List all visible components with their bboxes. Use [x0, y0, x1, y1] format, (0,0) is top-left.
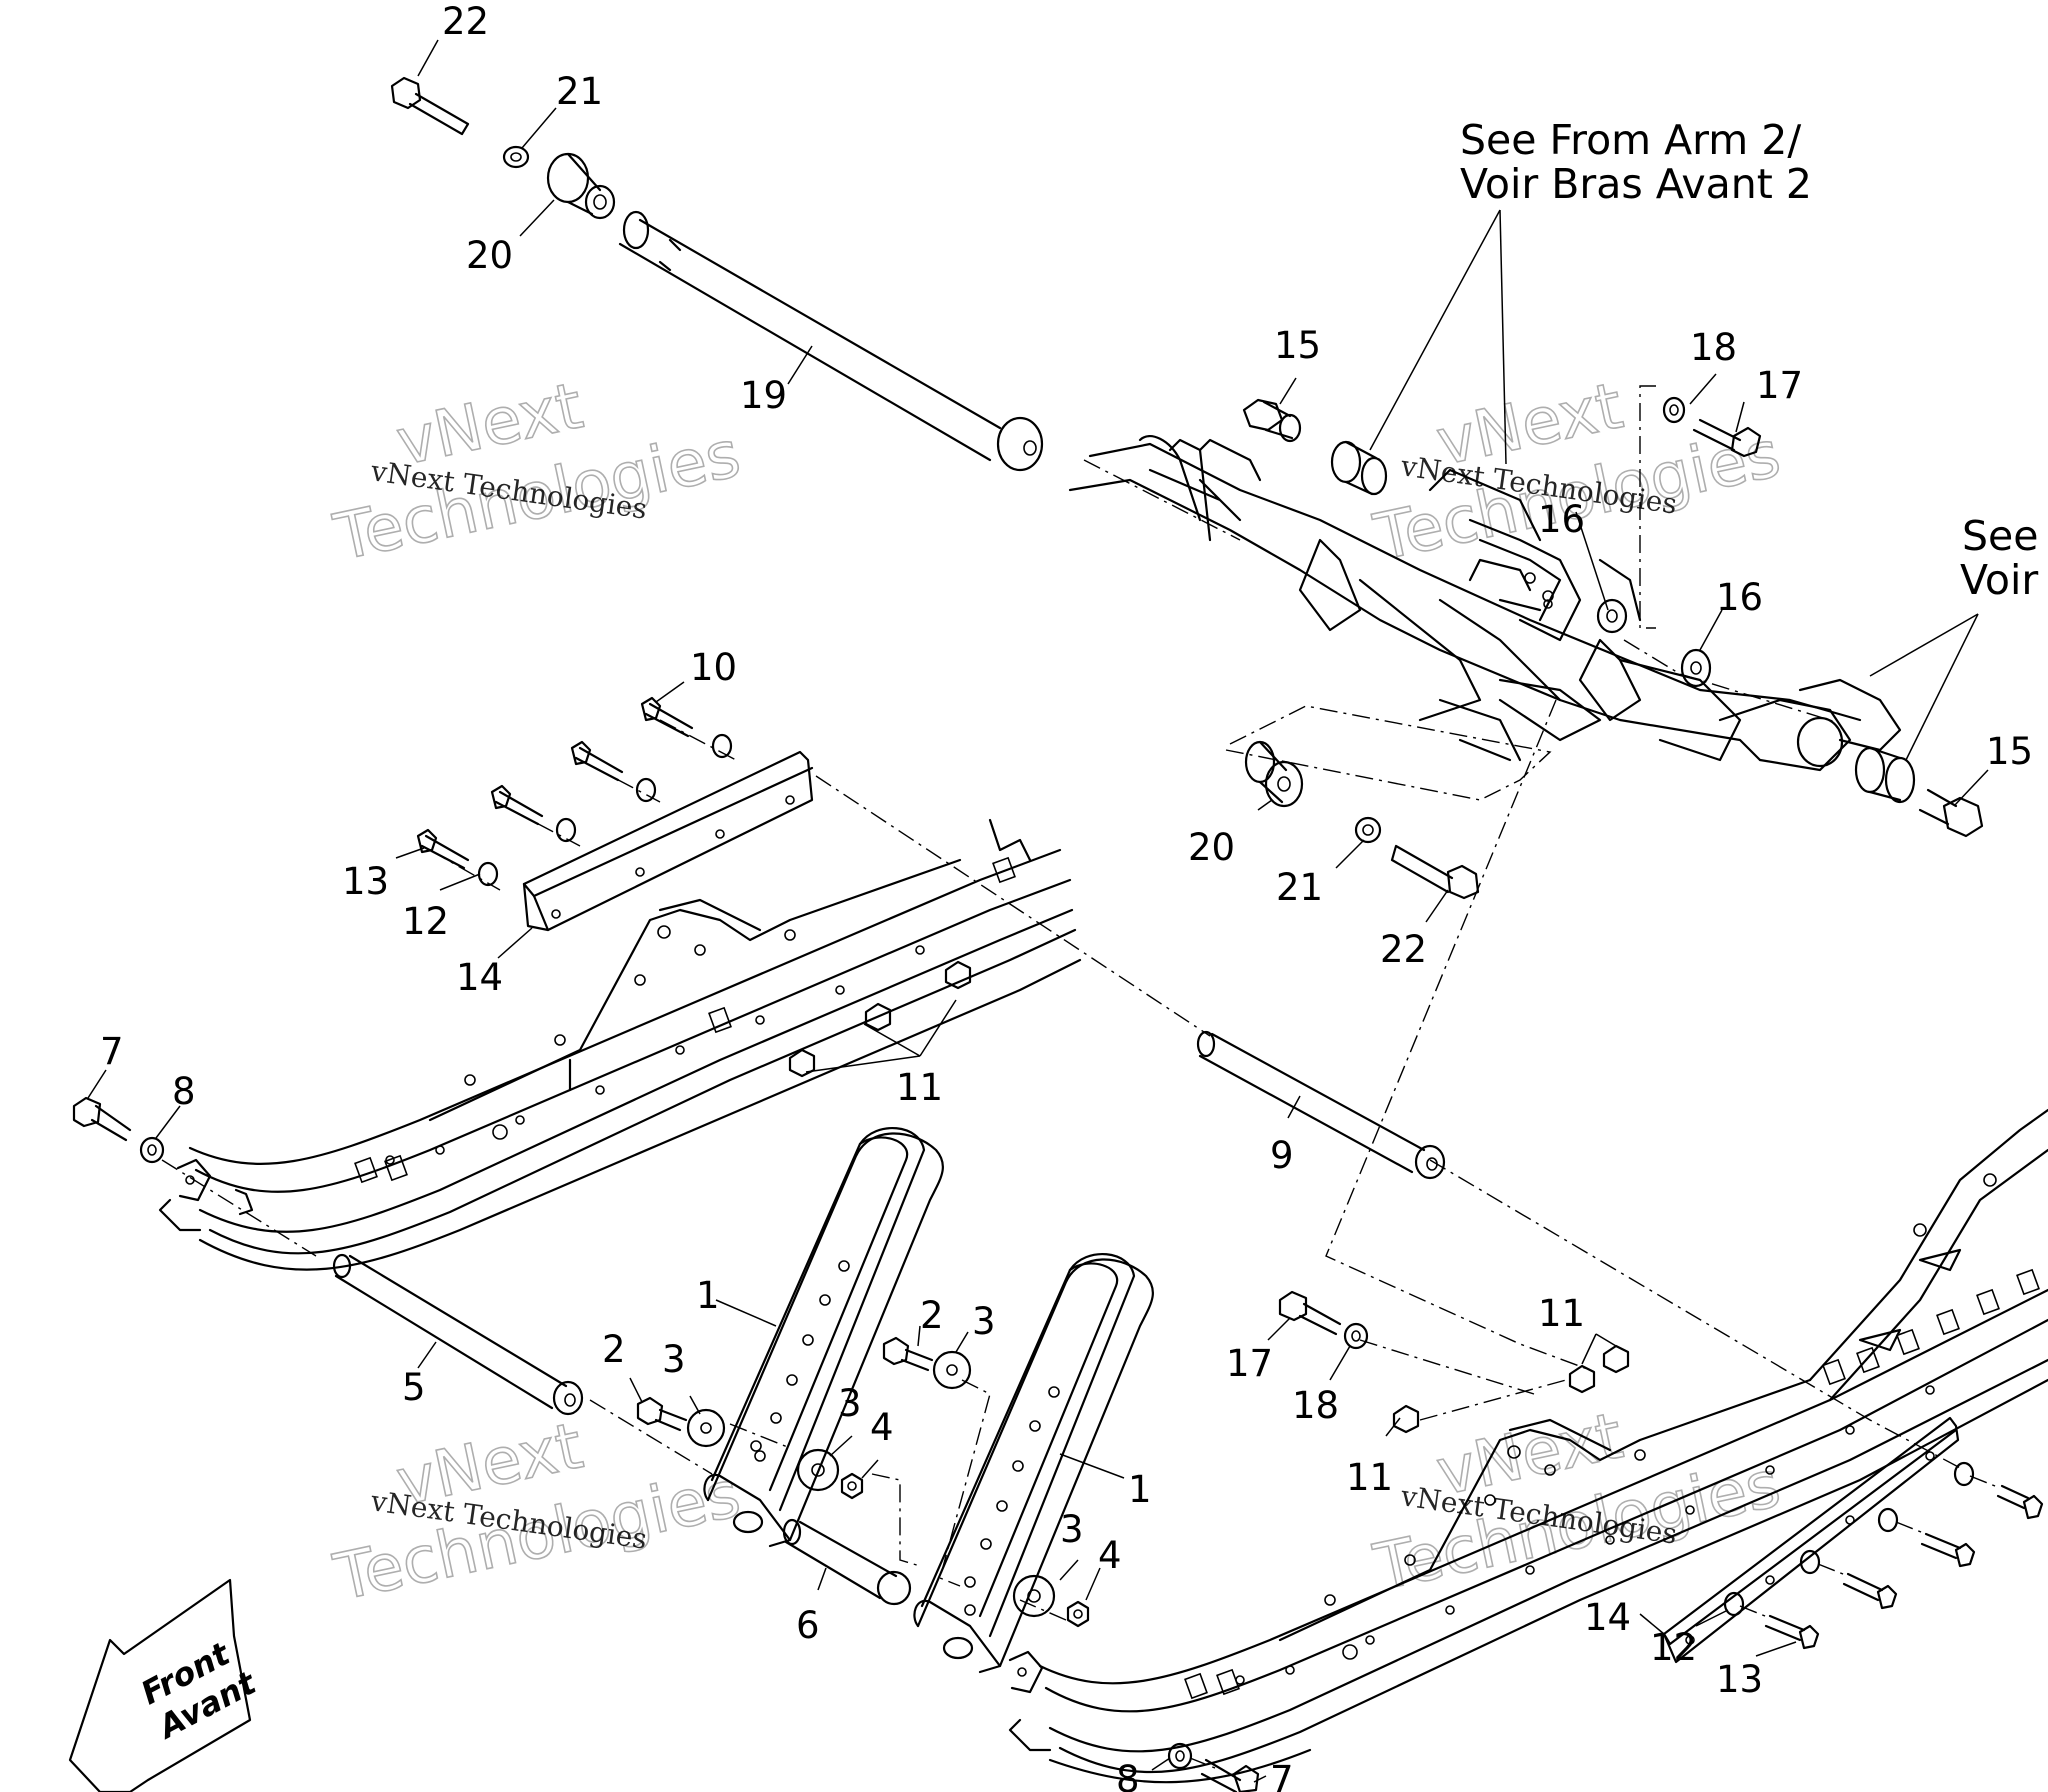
- bolt-22-center: [1390, 844, 1480, 900]
- washer-3-mid: [796, 1448, 840, 1492]
- callout-21-center: 21: [1276, 866, 1323, 909]
- callout-2-upper: 2: [920, 1294, 944, 1337]
- callout-13-right: 13: [1716, 1658, 1763, 1701]
- callout-21-top: 21: [556, 70, 603, 113]
- callout-11-right-bottom: 11: [1346, 1456, 1393, 1499]
- left-link-arm-1: [703, 1127, 944, 1548]
- arm-pin-hole-right: [964, 1604, 976, 1616]
- callout-13-left: 13: [342, 860, 389, 903]
- arm-pin-hole-left: [750, 1440, 762, 1452]
- callout-15-top: 15: [1274, 324, 1321, 367]
- callout-18-lower: 18: [1292, 1384, 1339, 1427]
- washer-21-center: [1354, 816, 1382, 844]
- callout-3-mid: 3: [838, 1382, 862, 1425]
- callout-3-left: 3: [662, 1338, 686, 1381]
- bolt-17-top: [1692, 418, 1762, 458]
- callout-12-left: 12: [402, 900, 449, 943]
- right-slide-rail: [1008, 1108, 2048, 1784]
- callout-1-left: 1: [696, 1274, 720, 1317]
- pivot-bushing-right-15: [1918, 788, 1984, 838]
- pivot-bushing-top-15: [1242, 398, 1302, 443]
- see-front-arm-note-line1: See From Arm 2/: [1460, 116, 1801, 164]
- nut-4-lower: [1066, 1600, 1090, 1628]
- callout-17-top: 17: [1756, 364, 1803, 407]
- callout-12-right: 12: [1650, 1626, 1697, 1669]
- bolt-2-left: [636, 1396, 688, 1432]
- callout-10: 10: [690, 646, 737, 689]
- see-right-note-line1: See: [1962, 512, 2038, 560]
- leader-lines: [87, 39, 1989, 1783]
- rear-axle-shaft-19: [618, 210, 1044, 472]
- callout-7-right: 7: [1270, 1758, 1294, 1792]
- callout-22-center: 22: [1380, 928, 1427, 971]
- callout-11-left: 11: [896, 1066, 943, 1109]
- assembly-centerlines: [161, 385, 2001, 1771]
- callout-20-top: 20: [466, 234, 513, 277]
- callout-4-lower: 4: [1098, 1534, 1122, 1577]
- right-washer-18-lower: [1343, 1322, 1369, 1350]
- right-front-washer-8: [1167, 1742, 1193, 1770]
- washer-3-left: [686, 1408, 726, 1448]
- callout-20-center: 20: [1188, 826, 1235, 869]
- callout-9: 9: [1270, 1134, 1294, 1177]
- callout-22-top: 22: [442, 0, 489, 43]
- nut-4-mid: [840, 1472, 864, 1500]
- left-front-bolt-7: [72, 1096, 132, 1142]
- callout-16-left: 16: [1538, 498, 1585, 541]
- callout-8-left: 8: [172, 1070, 196, 1113]
- left-slide-rail: [158, 818, 1082, 1271]
- callout-15-right: 15: [1986, 730, 2033, 773]
- rear-shaft-9: [1196, 1030, 1446, 1180]
- upper-washer-21: [502, 145, 530, 169]
- left-rail-nuts-11: [788, 960, 972, 1078]
- washer-18-top: [1662, 396, 1686, 424]
- front-direction-arrow: Front Avant: [68, 1578, 263, 1792]
- washer-3-lower: [1012, 1574, 1056, 1618]
- right-bolt-17-lower: [1278, 1290, 1342, 1336]
- callout-2-left: 2: [602, 1328, 626, 1371]
- bolt-2-upper: [882, 1336, 934, 1372]
- callout-6: 6: [796, 1604, 820, 1647]
- right-front-bolt-7: [1200, 1758, 1260, 1792]
- upper-bushing-20: [546, 152, 616, 220]
- front-arm-assembly: [1068, 434, 1902, 772]
- center-shaft-6: [782, 1518, 912, 1606]
- left-wear-strip-14: [522, 750, 814, 932]
- callout-4-mid: 4: [870, 1406, 894, 1449]
- callout-14-right: 14: [1584, 1596, 1631, 1639]
- callout-11-right-top: 11: [1538, 1292, 1585, 1335]
- callout-7-left: 7: [100, 1030, 124, 1073]
- upper-bolt-22: [390, 76, 470, 136]
- callout-14-left: 14: [456, 956, 503, 999]
- callout-17-lower: 17: [1226, 1342, 1273, 1385]
- see-front-arm-note-line2: Voir Bras Avant 2: [1460, 160, 1812, 208]
- bushing-20-center: [1244, 740, 1304, 808]
- spacer-top-right: [1330, 440, 1388, 496]
- right-wear-strip-14: [1662, 1416, 1960, 1664]
- washer-3-upper: [932, 1350, 972, 1390]
- washer-16-center: [1596, 598, 1628, 634]
- right-rail-washers-12: [1723, 1461, 1975, 1617]
- see-right-note-line2: Voir: [1960, 556, 2038, 604]
- washer-16-right: [1680, 648, 1712, 688]
- callout-16-right: 16: [1716, 576, 1763, 619]
- callout-1-right: 1: [1128, 1468, 1152, 1511]
- callout-19: 19: [740, 374, 787, 417]
- callout-5: 5: [402, 1366, 426, 1409]
- right-rail-bolts-13: [1764, 1484, 2044, 1650]
- left-front-washer-8: [139, 1136, 165, 1164]
- callout-18-top: 18: [1690, 326, 1737, 369]
- spacer-right: [1854, 746, 1916, 804]
- right-link-arm-1: [913, 1253, 1154, 1674]
- callout-3-upper: 3: [972, 1300, 996, 1343]
- callout-8-right: 8: [1116, 1758, 1140, 1792]
- callout-3-lower: 3: [1060, 1508, 1084, 1551]
- front-shaft-5: [332, 1253, 584, 1416]
